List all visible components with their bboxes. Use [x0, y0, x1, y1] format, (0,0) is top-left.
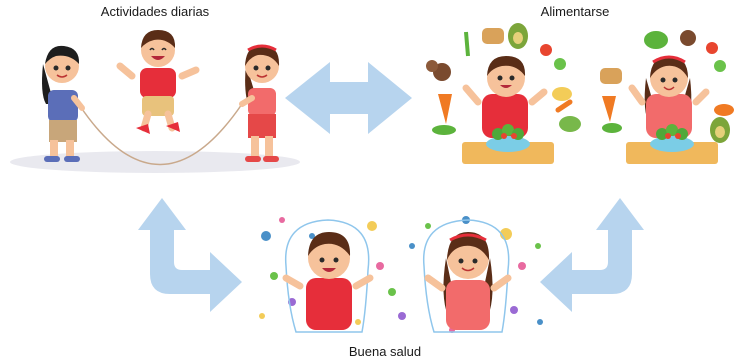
activities-illustration	[10, 30, 300, 173]
girl-eating-salad	[626, 55, 718, 164]
girl-holding-rope-right	[239, 44, 280, 162]
right-bent-arrow-icon	[540, 198, 644, 312]
boy-protected	[282, 219, 374, 333]
activities-label: Actividades diarias	[100, 4, 210, 19]
left-bent-arrow-icon	[138, 198, 242, 312]
food-items-left	[426, 23, 581, 135]
health-label: Buena salud	[348, 344, 422, 359]
food-items-right	[600, 30, 734, 143]
girl-holding-rope	[42, 45, 85, 162]
boy-eating-salad	[462, 56, 554, 164]
food-illustration	[426, 23, 734, 164]
health-illustration	[259, 216, 543, 333]
boy-jumping	[116, 30, 200, 134]
double-arrow-icon	[285, 62, 412, 134]
ground-shadow	[10, 151, 300, 173]
jump-rope	[79, 103, 243, 166]
food-label: Alimentarse	[540, 4, 610, 19]
girl-protected	[422, 219, 512, 333]
